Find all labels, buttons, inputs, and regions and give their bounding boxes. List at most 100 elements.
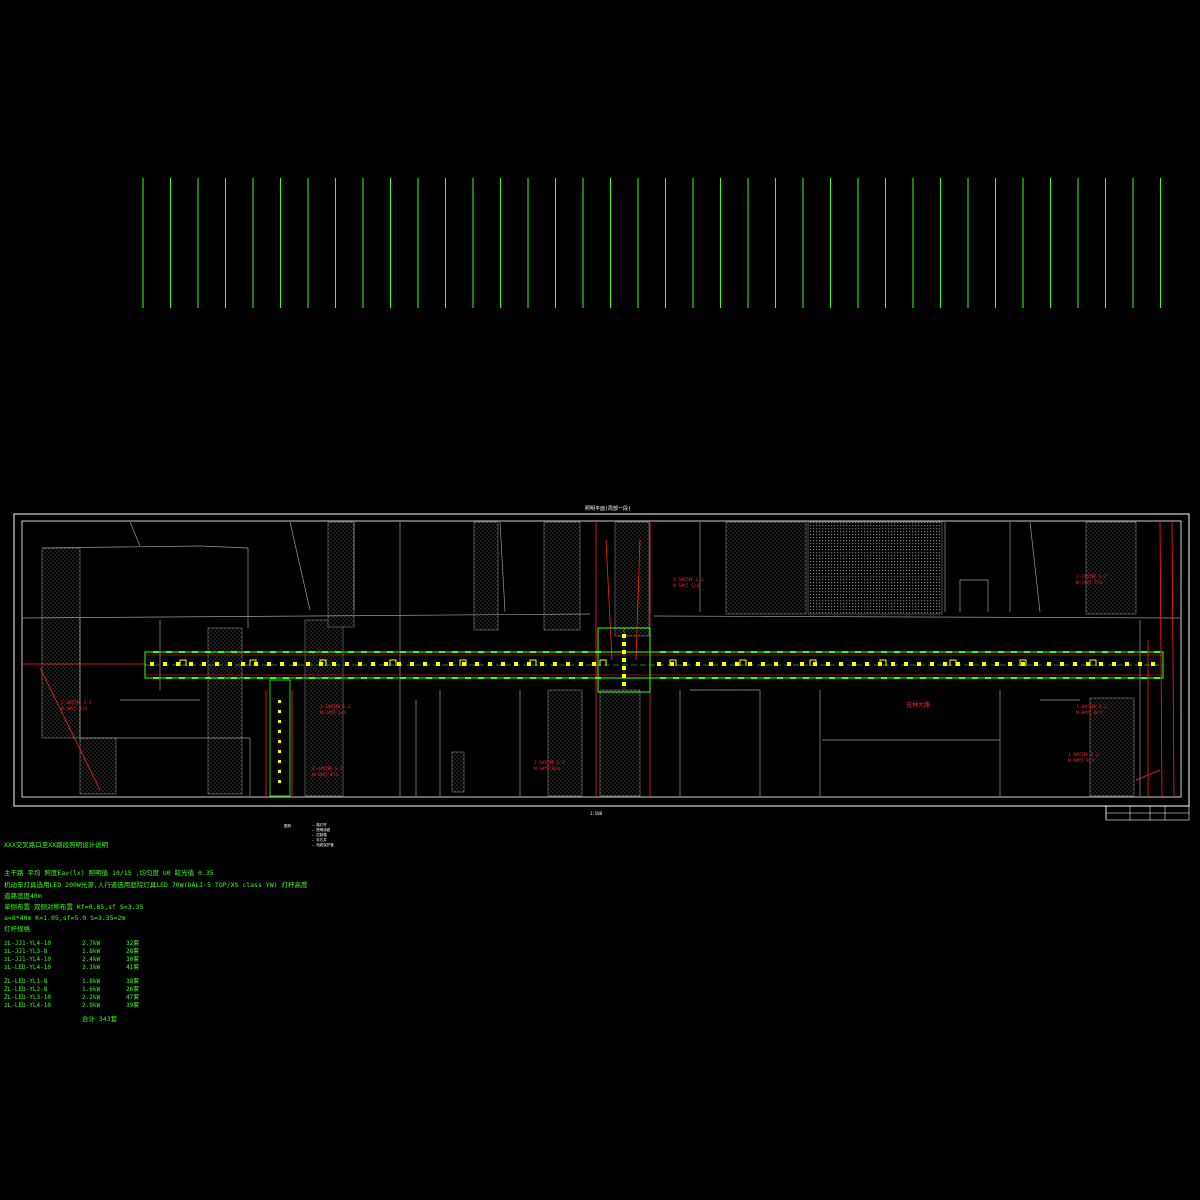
annotation-text: N-4#灯 4/4 [312, 771, 338, 778]
lamp-marker [384, 662, 388, 666]
lamp-marker [228, 662, 232, 666]
cabinet-mark [529, 659, 537, 666]
red-line [1171, 521, 1175, 797]
red-boundary-lines [22, 521, 1175, 797]
lamp-marker [761, 662, 765, 666]
lamp-pole [1037, 651, 1043, 653]
lamp-marker [449, 662, 453, 666]
lamp-pole [1089, 677, 1095, 679]
lamp-marker [1112, 662, 1116, 666]
red-line [635, 539, 641, 661]
lamp-pole [894, 677, 900, 679]
red-line [39, 667, 101, 791]
cabinet-mark [1089, 659, 1097, 666]
schedule-code: ZL-LED-YL1-8 [4, 978, 48, 985]
lamp-pole [582, 651, 588, 653]
lamp-pole [465, 651, 471, 653]
lamp-pole [153, 677, 159, 679]
lamp-marker [826, 662, 830, 666]
lamp-pole [855, 677, 861, 679]
schedule-value: 2.2kW [82, 994, 101, 1001]
lamp-pole [270, 677, 276, 679]
lamp-pole [777, 677, 783, 679]
lamp-pole [504, 651, 510, 653]
lamp-marker [332, 662, 336, 666]
lamp-pole [335, 651, 341, 653]
cabinet-mark [459, 659, 467, 666]
lamp-marker [1151, 662, 1155, 666]
lamp-marker [748, 662, 752, 666]
lamp-marker [622, 682, 626, 686]
lamp-pole [374, 651, 380, 653]
lamp-pole [478, 651, 484, 653]
lamp-marker [278, 770, 281, 773]
lamp-pole [1076, 677, 1082, 679]
lamp-marker [278, 700, 281, 703]
cabinet-mark [319, 659, 327, 666]
lamp-pole [699, 651, 705, 653]
map-line [21, 613, 591, 619]
lamp-pole [686, 677, 692, 679]
lamp-pole [907, 651, 913, 653]
grid-parcel [807, 521, 943, 615]
lamp-marker [943, 662, 947, 666]
lamp-marker [839, 662, 843, 666]
lamp-marker [241, 662, 245, 666]
lamp-marker [397, 662, 401, 666]
schedule-value: 2.1kW [82, 964, 101, 971]
dotted-parcel [1089, 697, 1135, 797]
map-line [499, 521, 506, 613]
lamp-pole [959, 651, 965, 653]
lamp-pole [517, 651, 523, 653]
lamp-pole [1063, 651, 1069, 653]
lamp-pole [790, 651, 796, 653]
lamp-pole [1076, 651, 1082, 653]
lamp-marker [462, 662, 466, 666]
lamp-pole [348, 677, 354, 679]
lamp-marker [774, 662, 778, 666]
dotted-parcel [79, 737, 117, 795]
lamp-pole [491, 651, 497, 653]
lamp-pole [283, 651, 289, 653]
lamp-pole [400, 651, 406, 653]
notes-line: 机动车灯具选用LED 200W光源,人行道选用庭院灯具LED 70W(DALI-… [4, 881, 308, 889]
schedule-value: 1.8kW [82, 978, 101, 985]
lamp-pole [361, 677, 367, 679]
main-road-lighting [144, 627, 1164, 797]
lamp-pole [439, 651, 445, 653]
annotation-text: J-1#灯杆 1-2 [320, 703, 351, 710]
lamp-pole [1024, 677, 1030, 679]
annotation-text: J-4#灯杆 1-2 [312, 765, 343, 772]
lamp-pole [1037, 677, 1043, 679]
lamp-marker [514, 662, 518, 666]
dotted-parcel [451, 751, 465, 793]
dotted-parcel [327, 521, 355, 628]
lamp-pole [751, 651, 757, 653]
lamp-pole [673, 651, 679, 653]
lamp-marker [696, 662, 700, 666]
lamp-pole [569, 651, 575, 653]
lamp-marker [306, 662, 310, 666]
legend-item: — 手孔井 [312, 837, 327, 842]
lamp-marker [527, 662, 531, 666]
lamp-pole [595, 651, 601, 653]
lamp-marker [1099, 662, 1103, 666]
cabinet-mark [179, 659, 187, 666]
lamp-marker [358, 662, 362, 666]
lamp-pole [426, 651, 432, 653]
lamp-marker [1021, 662, 1025, 666]
lamp-pole [270, 651, 276, 653]
lamp-pole [166, 651, 172, 653]
lamp-marker [423, 662, 427, 666]
lamp-marker [436, 662, 440, 666]
lamp-pole [387, 677, 393, 679]
lamp-pole [738, 677, 744, 679]
lamp-pole [881, 677, 887, 679]
lamp-pole [920, 677, 926, 679]
annotation-text: N-7#灯 7/4 [1076, 579, 1102, 586]
lamp-pole [231, 651, 237, 653]
lamp-marker [1034, 662, 1038, 666]
lamp-marker [969, 662, 973, 666]
